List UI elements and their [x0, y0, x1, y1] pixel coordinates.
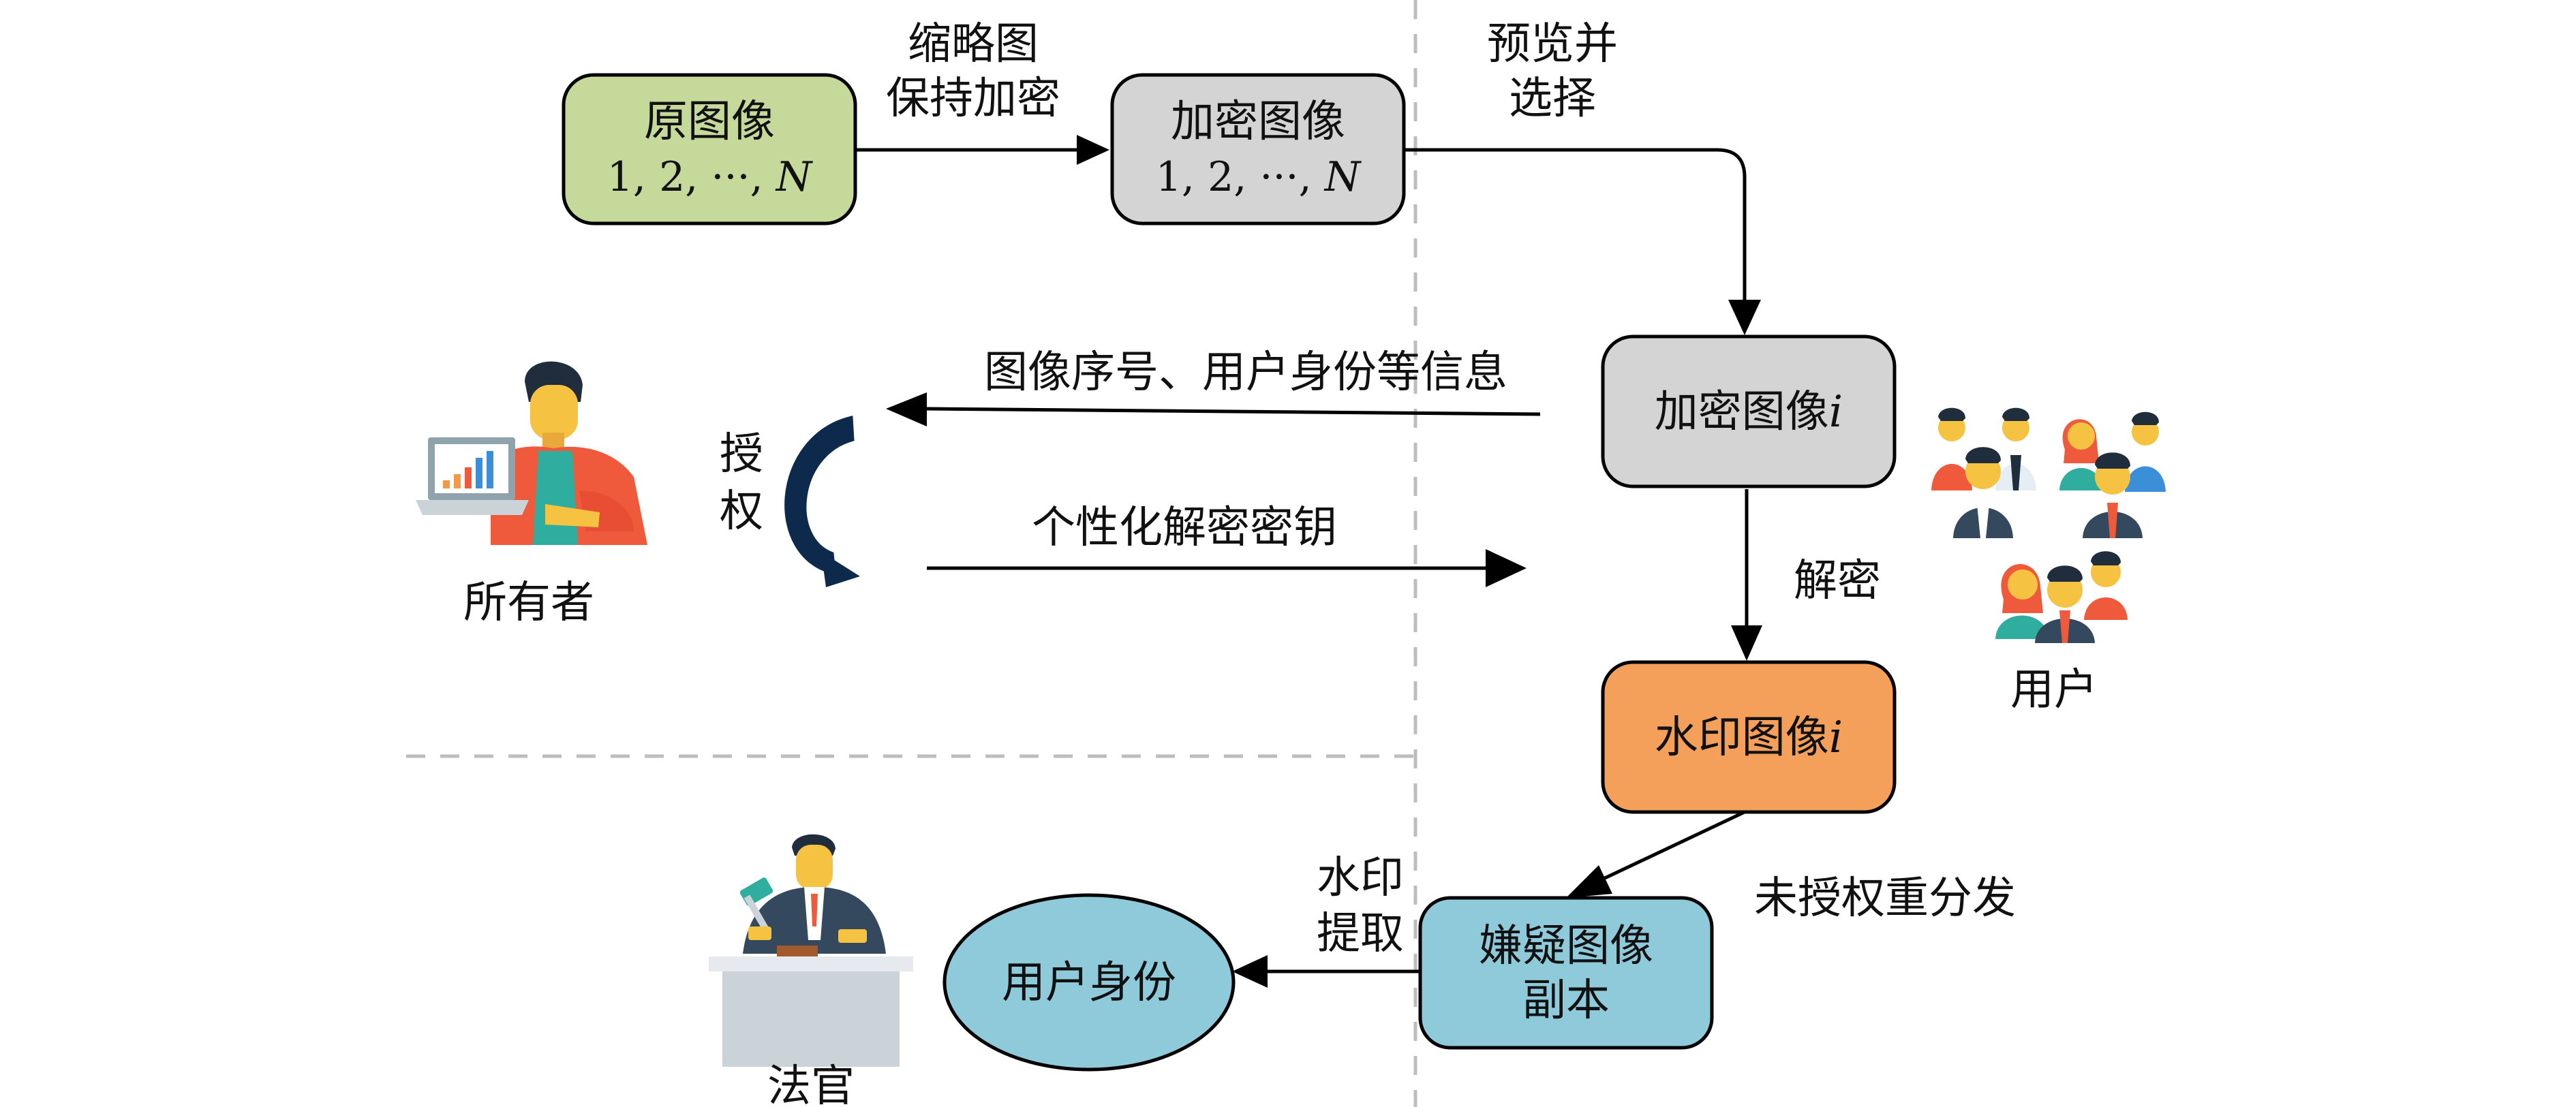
- node-encrypted-title: 加密图像: [1171, 97, 1345, 147]
- node-suspect-line1: 嫌疑图像: [1479, 921, 1653, 971]
- label-redistribute: 未授权重分发: [1754, 873, 2016, 924]
- node-encrypted-images: 加密图像 1, 2, ···, N: [1110, 73, 1406, 225]
- node-original-box: [562, 73, 857, 225]
- node-watermarked-image-i: 水印图像i: [1601, 660, 1897, 814]
- label-decrypt: 解密: [1794, 556, 1881, 606]
- arrow-redistribute: [1593, 810, 1746, 885]
- node-encrypted-i-box: [1601, 334, 1897, 488]
- owner-with-laptop-icon: [416, 361, 647, 545]
- label-extract-line1: 水印: [1317, 853, 1404, 903]
- owner-label: 所有者: [463, 578, 594, 628]
- label-thumbnail-line1: 缩略图: [908, 19, 1039, 69]
- arrowhead-personal-key: [1486, 549, 1527, 587]
- arrowhead-original-to-encrypted: [1077, 135, 1109, 165]
- node-user-identity: 用户身份: [942, 893, 1236, 1072]
- arrowhead-request-info: [886, 392, 927, 426]
- label-request-info: 图像序号、用户身份等信息: [984, 347, 1507, 398]
- node-original-title: 原图像: [644, 97, 775, 147]
- node-identity-ellipse: [942, 893, 1236, 1072]
- node-watermarked-box: [1601, 660, 1897, 814]
- arrowhead-redistribute: [1566, 865, 1612, 898]
- arrowhead-decrypt: [1731, 625, 1762, 661]
- node-encrypted-image-i: 加密图像i: [1601, 334, 1897, 488]
- node-identity-label: 用户身份: [1002, 958, 1176, 1008]
- node-suspect-box: [1418, 896, 1714, 1050]
- curved-arrow-icon: [784, 416, 860, 587]
- node-encrypted-i-label: 加密图像i: [1655, 387, 1843, 437]
- arrow-request-info: [926, 407, 1541, 416]
- node-encrypted-box: [1110, 73, 1406, 225]
- arrowhead-encrypted-to-selected: [1728, 300, 1761, 335]
- label-personal-key: 个性化解密密钥: [1032, 503, 1337, 553]
- user-group-icon: [1931, 407, 2166, 643]
- label-preview-line1: 预览并: [1487, 19, 1618, 69]
- arrowhead-extract: [1232, 955, 1268, 988]
- arrow-encrypted-to-selected: [1404, 148, 1747, 300]
- node-suspect-line2: 副本: [1522, 976, 1610, 1026]
- label-preview-line2: 选择: [1509, 74, 1596, 124]
- node-encrypted-range: 1, 2, ···, N: [1156, 153, 1362, 201]
- label-extract-line2: 提取: [1317, 909, 1404, 959]
- node-original-range: 1, 2, ···, N: [607, 153, 814, 201]
- judge-label: 法官: [767, 1061, 855, 1107]
- node-suspect-copy: 嫌疑图像 副本: [1418, 896, 1714, 1050]
- label-authorize-line1: 授: [720, 429, 763, 480]
- node-watermarked-label: 水印图像i: [1655, 713, 1843, 763]
- judge-with-gavel-icon: [709, 834, 913, 1067]
- users-label: 用户: [2010, 665, 2098, 715]
- label-authorize-line2: 权: [720, 486, 763, 537]
- node-original-images: 原图像 1, 2, ···, N: [562, 73, 857, 225]
- label-thumbnail-line2: 保持加密: [886, 74, 1060, 124]
